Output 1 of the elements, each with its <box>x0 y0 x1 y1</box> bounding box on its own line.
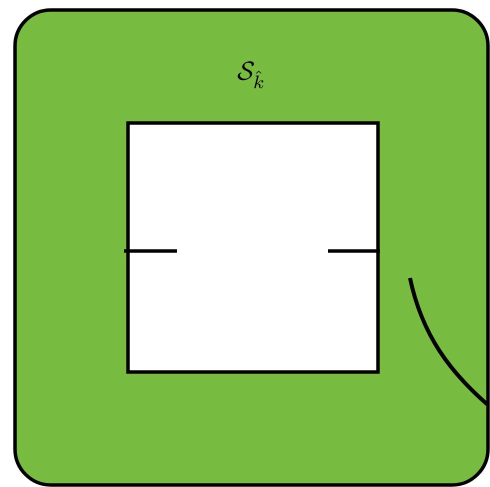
square-box <box>126 121 380 374</box>
